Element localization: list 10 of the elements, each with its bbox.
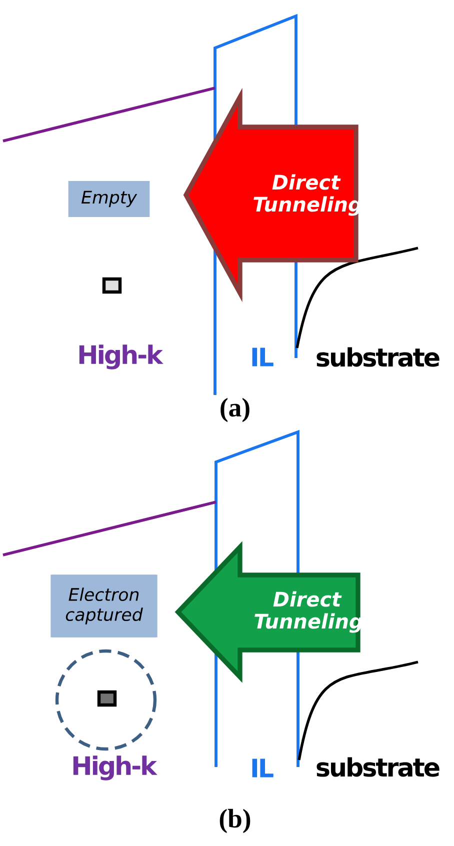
text-box: Electron captured (50, 574, 158, 638)
layer-label: High-k (73, 756, 158, 780)
layer-label: substrate (316, 347, 440, 367)
panel-label: (b) (220, 808, 250, 834)
panel-label: (a) (220, 398, 250, 422)
text-box: Empty (68, 181, 150, 217)
layer-label: substrate (316, 757, 440, 777)
layer-label: IL (252, 348, 274, 366)
layer-label: High-k (79, 344, 164, 370)
layer-label: IL (252, 758, 274, 778)
